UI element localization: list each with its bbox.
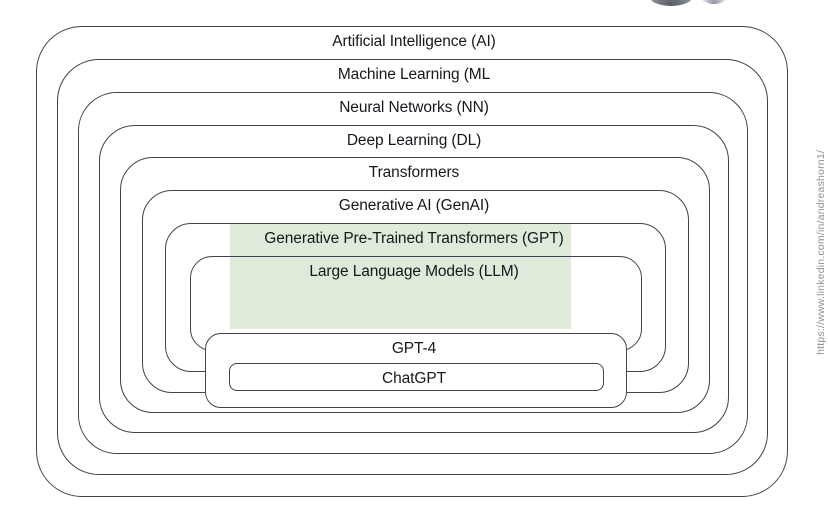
label-machine-learning: Machine Learning (ML xyxy=(337,66,491,83)
cropped-logo-icon xyxy=(648,0,694,6)
ring-deep-learning[interactable] xyxy=(99,125,729,433)
label-chatgpt: ChatGPT xyxy=(382,370,446,387)
label-transformers: Transformers xyxy=(368,164,460,181)
ring-machine-learning[interactable] xyxy=(57,59,768,475)
label-generative-ai: Generative AI (GenAI) xyxy=(338,197,490,214)
label-artificial-intelligence: Artificial Intelligence (AI) xyxy=(332,33,496,50)
label-generative-pretrained-transformers: Generative Pre-Trained Transformers (GPT… xyxy=(264,230,564,247)
genai-highlight-band xyxy=(230,224,571,329)
label-gpt-4: GPT-4 xyxy=(391,340,437,357)
ring-artificial-intelligence[interactable] xyxy=(36,26,788,497)
label-neural-networks: Neural Networks (NN) xyxy=(339,99,489,116)
ring-neural-networks[interactable] xyxy=(78,92,748,454)
ring-transformers[interactable] xyxy=(120,157,710,413)
linkedin-url-watermark: https://www.linkedin.com/in/andreashorn1… xyxy=(815,150,827,355)
label-deep-learning: Deep Learning (DL) xyxy=(346,132,482,149)
cropped-logo-icon-secondary xyxy=(700,0,728,4)
ring-chatgpt[interactable] xyxy=(229,363,604,391)
label-large-language-models: Large Language Models (LLM) xyxy=(309,263,519,280)
